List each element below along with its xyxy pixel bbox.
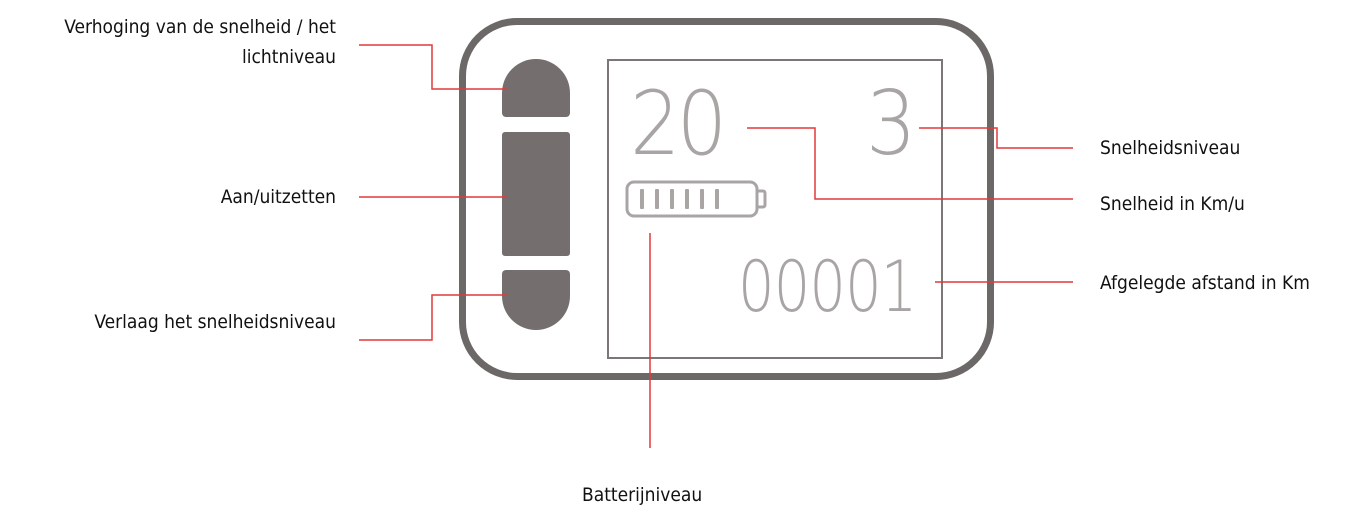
label-power: Aan/uitzetten bbox=[220, 186, 336, 208]
battery-bar bbox=[700, 189, 704, 209]
lcd-distance-value: 00001 bbox=[738, 246, 917, 328]
battery-bars bbox=[640, 189, 719, 209]
battery-bar bbox=[640, 189, 644, 209]
leader-line-speed bbox=[747, 127, 1073, 200]
decrease-button[interactable] bbox=[502, 270, 570, 330]
battery-bar bbox=[670, 189, 674, 209]
battery-icon-tip bbox=[755, 189, 767, 209]
leader-line-decrease bbox=[359, 294, 508, 341]
leader-lines bbox=[359, 44, 1073, 448]
lcd-speed-value: 20 bbox=[630, 72, 727, 175]
increase-button[interactable] bbox=[502, 59, 570, 117]
battery-bar bbox=[685, 189, 689, 209]
label-speed-level: Snelheidsniveau bbox=[1100, 137, 1241, 159]
power-button[interactable] bbox=[502, 132, 570, 256]
label-increase-line2: lichtniveau bbox=[242, 46, 336, 68]
label-distance: Afgelegde afstand in Km bbox=[1100, 272, 1310, 294]
leader-line-speed-level bbox=[919, 127, 1073, 149]
label-increase-line1: Verhoging van de snelheid / het bbox=[64, 16, 336, 38]
label-speed: Snelheid in Km/u bbox=[1100, 193, 1245, 215]
lcd-speed-level-value: 3 bbox=[866, 72, 917, 175]
label-battery: Batterijniveau bbox=[582, 484, 703, 506]
battery-bar bbox=[715, 189, 719, 209]
battery-icon-body bbox=[625, 180, 759, 218]
label-decrease: Verlaag het snelheidsniveau bbox=[94, 311, 336, 333]
battery-icon bbox=[625, 180, 767, 218]
lcd-screen bbox=[607, 59, 943, 359]
battery-bar bbox=[655, 189, 659, 209]
label-increase: Verhoging van de snelheid / het lichtniv… bbox=[64, 12, 336, 72]
leader-line-increase bbox=[359, 44, 508, 90]
